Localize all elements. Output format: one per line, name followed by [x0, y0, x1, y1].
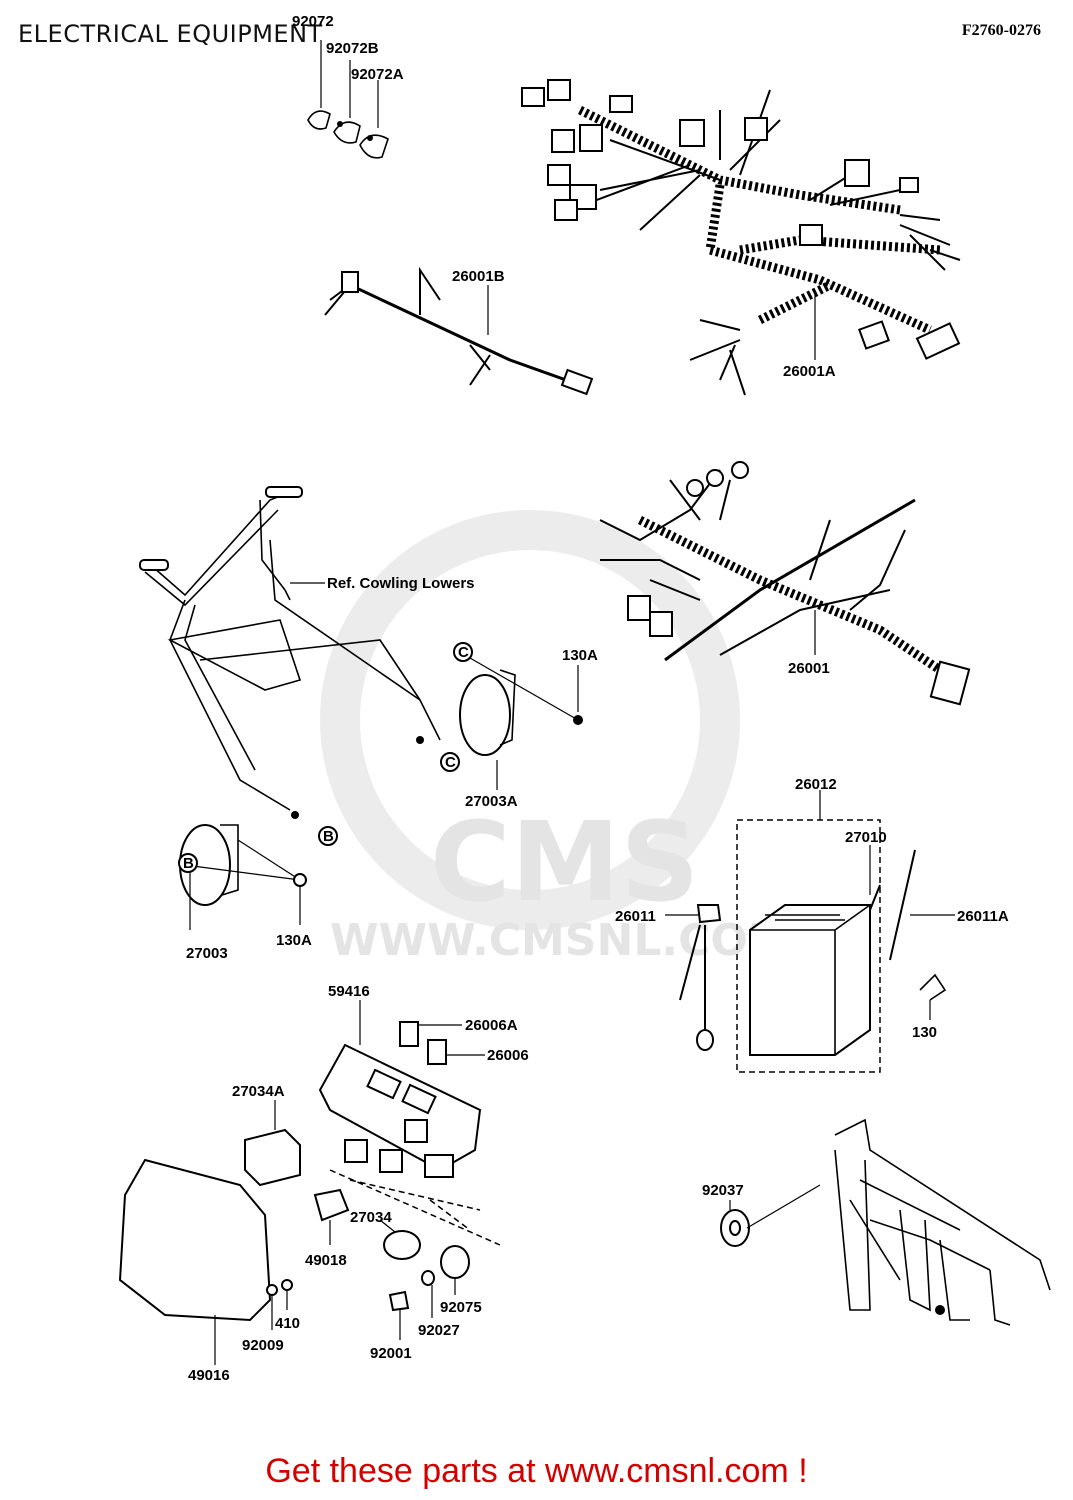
- label-130: 130: [912, 1024, 937, 1041]
- label-92072: 92072: [292, 13, 334, 30]
- relays-49018-27034: [313, 1188, 470, 1340]
- label-27010: 27010: [845, 829, 887, 846]
- watermark-url: WWW.CMSNL.COM: [330, 915, 792, 966]
- marker-b-top: B: [183, 855, 194, 872]
- label-27003: 27003: [186, 945, 228, 962]
- page-title: ELECTRICAL EQUIPMENT: [18, 20, 323, 48]
- marker-c-bottom: C: [445, 754, 456, 771]
- label-92072A: 92072A: [351, 66, 404, 83]
- relay-27034A: [244, 1100, 301, 1187]
- label-27034: 27034: [350, 1209, 392, 1226]
- label-26001B: 26001B: [452, 268, 505, 285]
- label-26006: 26006: [487, 1047, 529, 1064]
- label-92037: 92037: [702, 1182, 744, 1199]
- label-27003A: 27003A: [465, 793, 518, 810]
- label-26012: 26012: [795, 776, 837, 793]
- watermark: CMS WWW.CMSNL.COM: [320, 510, 792, 966]
- sub-harness-26001B: [324, 266, 594, 396]
- horn-27003: [178, 824, 338, 930]
- clips-92072: [307, 40, 389, 159]
- label-92075: 92075: [440, 1299, 482, 1316]
- label-410: 410: [275, 1315, 300, 1332]
- cover-49016: [118, 1158, 293, 1365]
- junction-box-59416: [318, 1000, 501, 1246]
- label-26011: 26011: [615, 908, 656, 925]
- main-harness-26001A: [521, 79, 961, 396]
- label-26001: 26001: [788, 660, 830, 677]
- label-26011A: 26011A: [957, 908, 1009, 925]
- label-49016: 49016: [188, 1367, 230, 1384]
- label-26001A: 26001A: [783, 363, 836, 380]
- battery-26012: [665, 790, 955, 1073]
- label-92009: 92009: [242, 1337, 284, 1354]
- marker-c-top: C: [458, 644, 469, 661]
- label-26006A: 26006A: [465, 1017, 518, 1034]
- harness-26001: [599, 461, 971, 706]
- marker-b-bottom: B: [323, 828, 334, 845]
- cowling-bracket: [139, 486, 441, 819]
- label-59416: 59416: [328, 983, 370, 1000]
- label-27034A: 27034A: [232, 1083, 285, 1100]
- footer-link[interactable]: Get these parts at www.cmsnl.com !: [265, 1452, 808, 1490]
- horn-27003A: [440, 642, 583, 790]
- label-130A-top: 130A: [562, 647, 598, 664]
- watermark-brand: CMS: [430, 798, 699, 926]
- label-ref-cowling: Ref. Cowling Lowers: [327, 575, 475, 592]
- label-49018: 49018: [305, 1252, 347, 1269]
- label-92072B: 92072B: [326, 40, 379, 57]
- label-92001: 92001: [370, 1345, 412, 1362]
- label-92027: 92027: [418, 1322, 460, 1339]
- frame-92037: [720, 1118, 1051, 1326]
- diagram-ref-code: F2760-0276: [961, 22, 1041, 39]
- label-130A-bottom: 130A: [276, 932, 312, 949]
